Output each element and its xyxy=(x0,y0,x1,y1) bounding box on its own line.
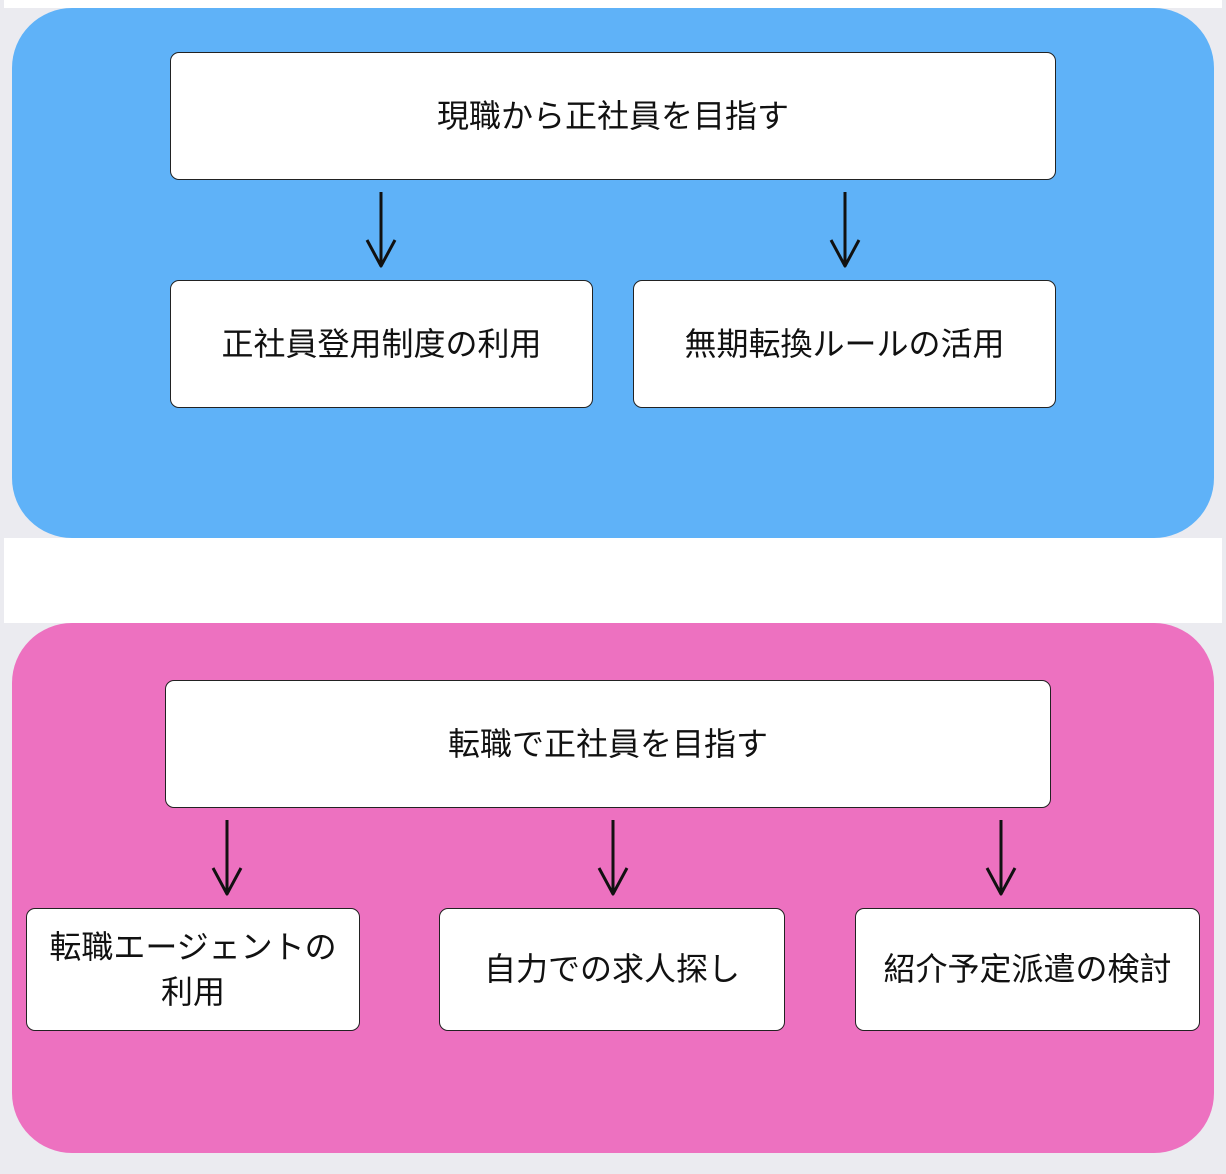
section-gap xyxy=(4,538,1222,623)
bottom-root-label: 転職で正社員を目指す xyxy=(447,724,768,763)
top-child-node-1: 正社員登用制度の利用 xyxy=(170,280,593,408)
bottom-child-node-1: 転職エージェントの利用 xyxy=(26,908,360,1031)
arrow-down-icon xyxy=(593,818,633,898)
bottom-child-node-3: 紹介予定派遣の検討 xyxy=(855,908,1200,1031)
bottom-child-label: 転職エージェントの利用 xyxy=(49,927,337,1011)
arrow-down-icon xyxy=(981,818,1021,898)
top-root-node: 現職から正社員を目指す xyxy=(170,52,1056,180)
top-child-label: 無期転換ルールの活用 xyxy=(684,324,1005,363)
top-child-label: 正社員登用制度の利用 xyxy=(221,324,542,363)
top-margin xyxy=(4,0,1222,8)
top-root-label: 現職から正社員を目指す xyxy=(436,96,789,135)
bottom-child-node-2: 自力での求人探し xyxy=(439,908,785,1031)
top-child-node-2: 無期転換ルールの活用 xyxy=(633,280,1056,408)
arrow-down-icon xyxy=(361,190,401,270)
arrow-down-icon xyxy=(207,818,247,898)
bottom-child-label: 紹介予定派遣の検討 xyxy=(883,950,1172,989)
bottom-child-label: 自力での求人探し xyxy=(483,950,740,989)
bottom-root-node: 転職で正社員を目指す xyxy=(165,680,1051,808)
arrow-down-icon xyxy=(825,190,865,270)
